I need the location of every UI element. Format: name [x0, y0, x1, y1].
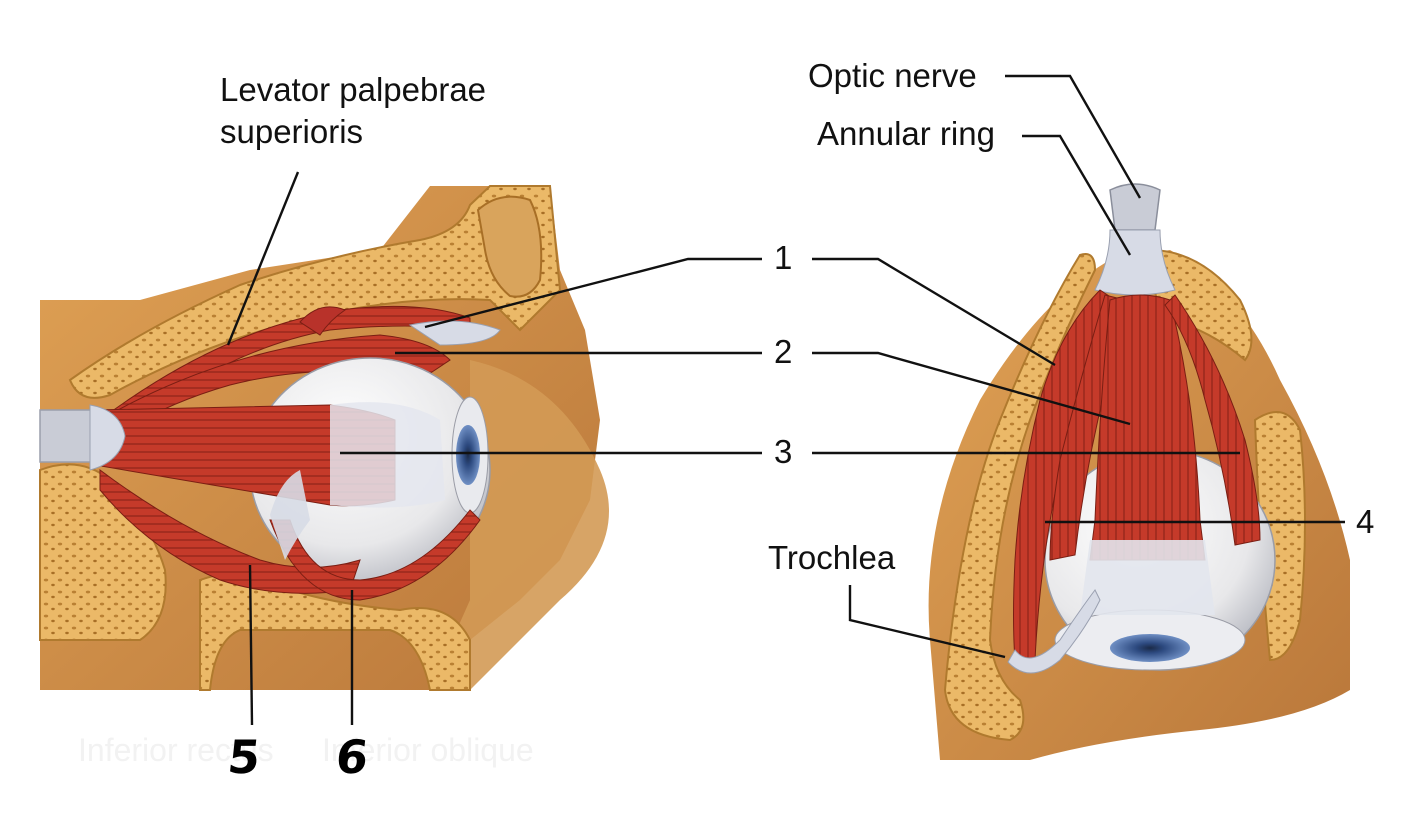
- leader-optic-nerve: [1005, 74, 1142, 199]
- inferior-oblique-tendon: [270, 470, 310, 560]
- label-number-2: 2: [774, 333, 793, 370]
- optic-nerve-superior: [1109, 183, 1161, 231]
- leader-trochlea: [848, 585, 1006, 659]
- label-annular-ring: Annular ring: [817, 115, 995, 152]
- lateral-rectus-tendon: [330, 402, 445, 508]
- superior-rectus-superior: [1089, 294, 1206, 561]
- label-number-1: 1: [774, 239, 793, 276]
- annular-ring-superior: [1094, 229, 1176, 296]
- leader-1-right: [812, 257, 1056, 367]
- annular-ring-lateral: [89, 404, 126, 471]
- label-levator-line2: superioris: [220, 113, 364, 150]
- trochlea-tendon-lateral: [408, 320, 501, 346]
- ghost-label-inferior-rectus: Inferior rectus: [78, 732, 274, 768]
- leader-5: [248, 564, 254, 726]
- label-number-4: 4: [1356, 503, 1375, 540]
- orbital-roof-bone: [68, 185, 562, 399]
- inferior-oblique: [269, 509, 481, 601]
- leader-1-left: [424, 257, 762, 329]
- frontal-sinus: [476, 195, 543, 298]
- iris-lateral: [456, 425, 480, 485]
- leader-annular-ring: [1022, 134, 1132, 256]
- label-trochlea: Trochlea: [768, 539, 896, 576]
- leader-lines: [226, 74, 1345, 726]
- leader-levator: [226, 171, 300, 346]
- label-number-3: 3: [774, 433, 793, 470]
- superior-oblique-tendon-lateral: [299, 306, 347, 336]
- superior-rectus-tendon: [1080, 540, 1215, 615]
- lateral-rectus-superior: [1164, 294, 1261, 546]
- eye-superior-view-illustration: [928, 183, 1350, 760]
- label-levator-line1: Levator palpebrae: [220, 71, 487, 108]
- iris-superior: [1110, 634, 1190, 662]
- handwritten-number-6: 6: [333, 730, 371, 784]
- trochlea-tendon-superior: [1007, 589, 1101, 674]
- leader-2-right: [812, 351, 1131, 426]
- medial-wall-bone: [943, 253, 1097, 742]
- eye-lateral-view-illustration: [39, 185, 609, 691]
- handwritten-number-5: 5: [225, 730, 263, 784]
- ghost-label-inferior-oblique: Inferior oblique: [322, 732, 534, 768]
- label-optic-nerve: Optic nerve: [808, 57, 977, 94]
